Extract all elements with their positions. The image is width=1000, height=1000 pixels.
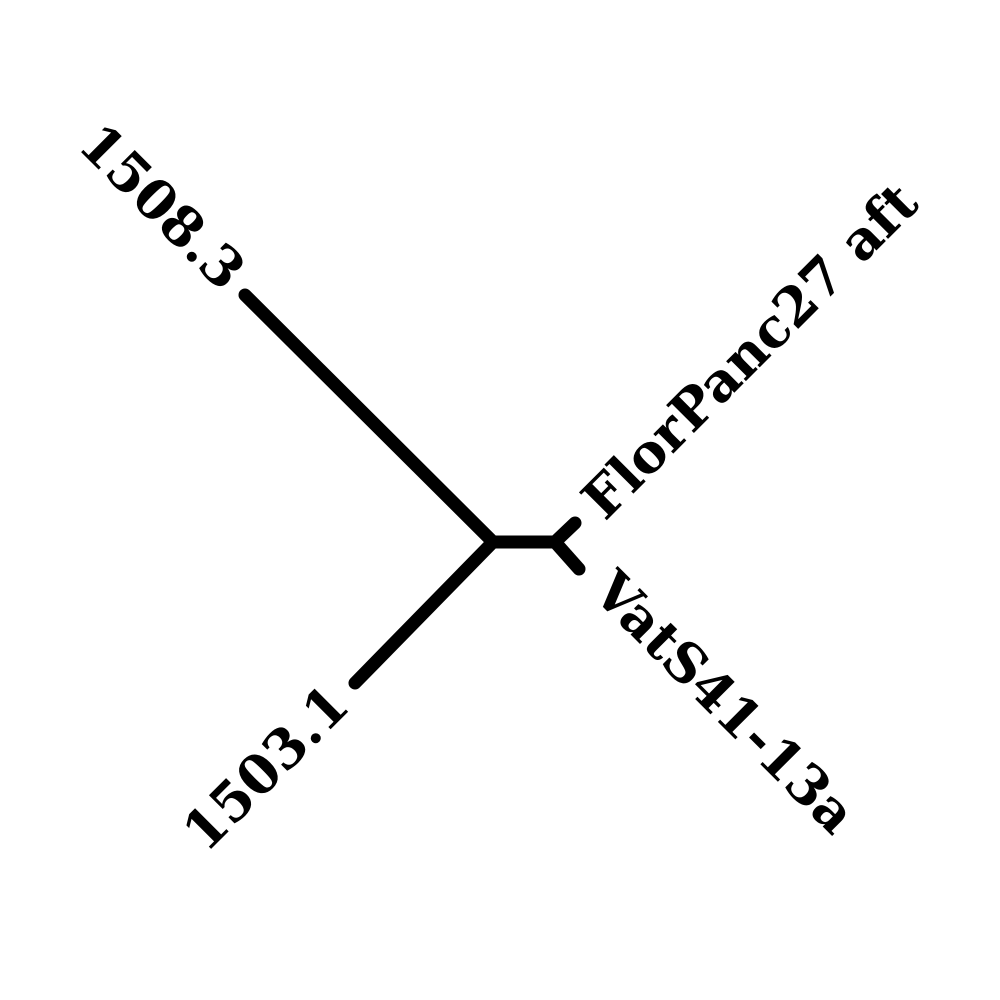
branch-vats41	[548, 535, 586, 576]
branch-1503-1	[348, 535, 500, 690]
branch-1508-3	[238, 288, 500, 549]
leaf-label-florpanc27: FlorPanc27 aft	[569, 170, 930, 531]
leaf-label-1503-1: 1503.1	[170, 672, 361, 863]
leaf-label-vats41: VatS41-13a	[580, 557, 869, 846]
leaf-label-1508-3: 1508.3	[67, 111, 258, 302]
